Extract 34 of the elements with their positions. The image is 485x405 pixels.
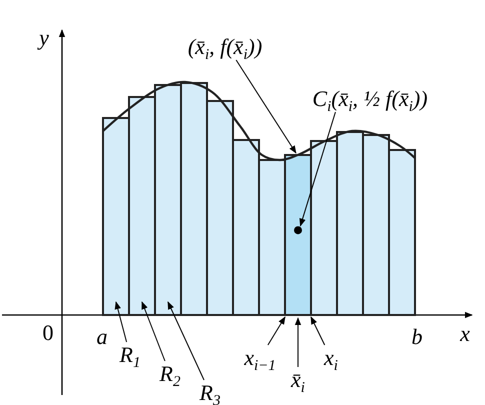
math-label: x$_{i}$ xyxy=(324,347,338,369)
leader-line xyxy=(168,301,204,380)
riemann-rectangle xyxy=(362,134,390,316)
riemann-rectangle xyxy=(310,140,338,316)
riemann-rectangle xyxy=(154,84,182,316)
riemann-rectangle xyxy=(180,82,208,316)
axis-label: 0 xyxy=(42,322,54,344)
riemann-rectangle xyxy=(206,100,234,316)
riemann-rectangle xyxy=(128,96,156,316)
math-label: (x̄$_{i}$, f(x̄$_{i}$)) xyxy=(188,36,262,58)
axis-label: a xyxy=(96,326,108,348)
leader-line xyxy=(236,60,296,154)
riemann-rectangle xyxy=(232,139,260,316)
leader-line xyxy=(294,317,302,368)
math-label: x$_{i−1}$ xyxy=(244,347,276,369)
leader-line xyxy=(267,316,286,346)
leader-line xyxy=(299,112,336,227)
centroid-dot xyxy=(294,226,302,234)
math-label: R$_{2}$ xyxy=(160,363,180,385)
riemann-rectangle xyxy=(336,131,364,316)
math-label: C$_{i}$(x̄$_{i}$, ½ f(x̄$_{i}$)) xyxy=(312,88,428,110)
axis-label: x xyxy=(460,323,470,345)
leader-line xyxy=(114,301,128,342)
math-label: R$_{1}$ xyxy=(120,344,140,366)
riemann-rectangle xyxy=(102,117,130,316)
leader-line xyxy=(142,301,166,362)
riemann-rectangle xyxy=(284,154,312,316)
axis-label: y xyxy=(39,27,49,49)
leader-line xyxy=(310,316,326,346)
math-label: R$_{3}$ xyxy=(200,382,220,404)
riemann-rectangle xyxy=(388,149,416,316)
riemann-rectangle xyxy=(258,159,286,316)
axis-label: b xyxy=(412,326,422,348)
math-label: x̄$_{i}$ xyxy=(291,369,305,391)
